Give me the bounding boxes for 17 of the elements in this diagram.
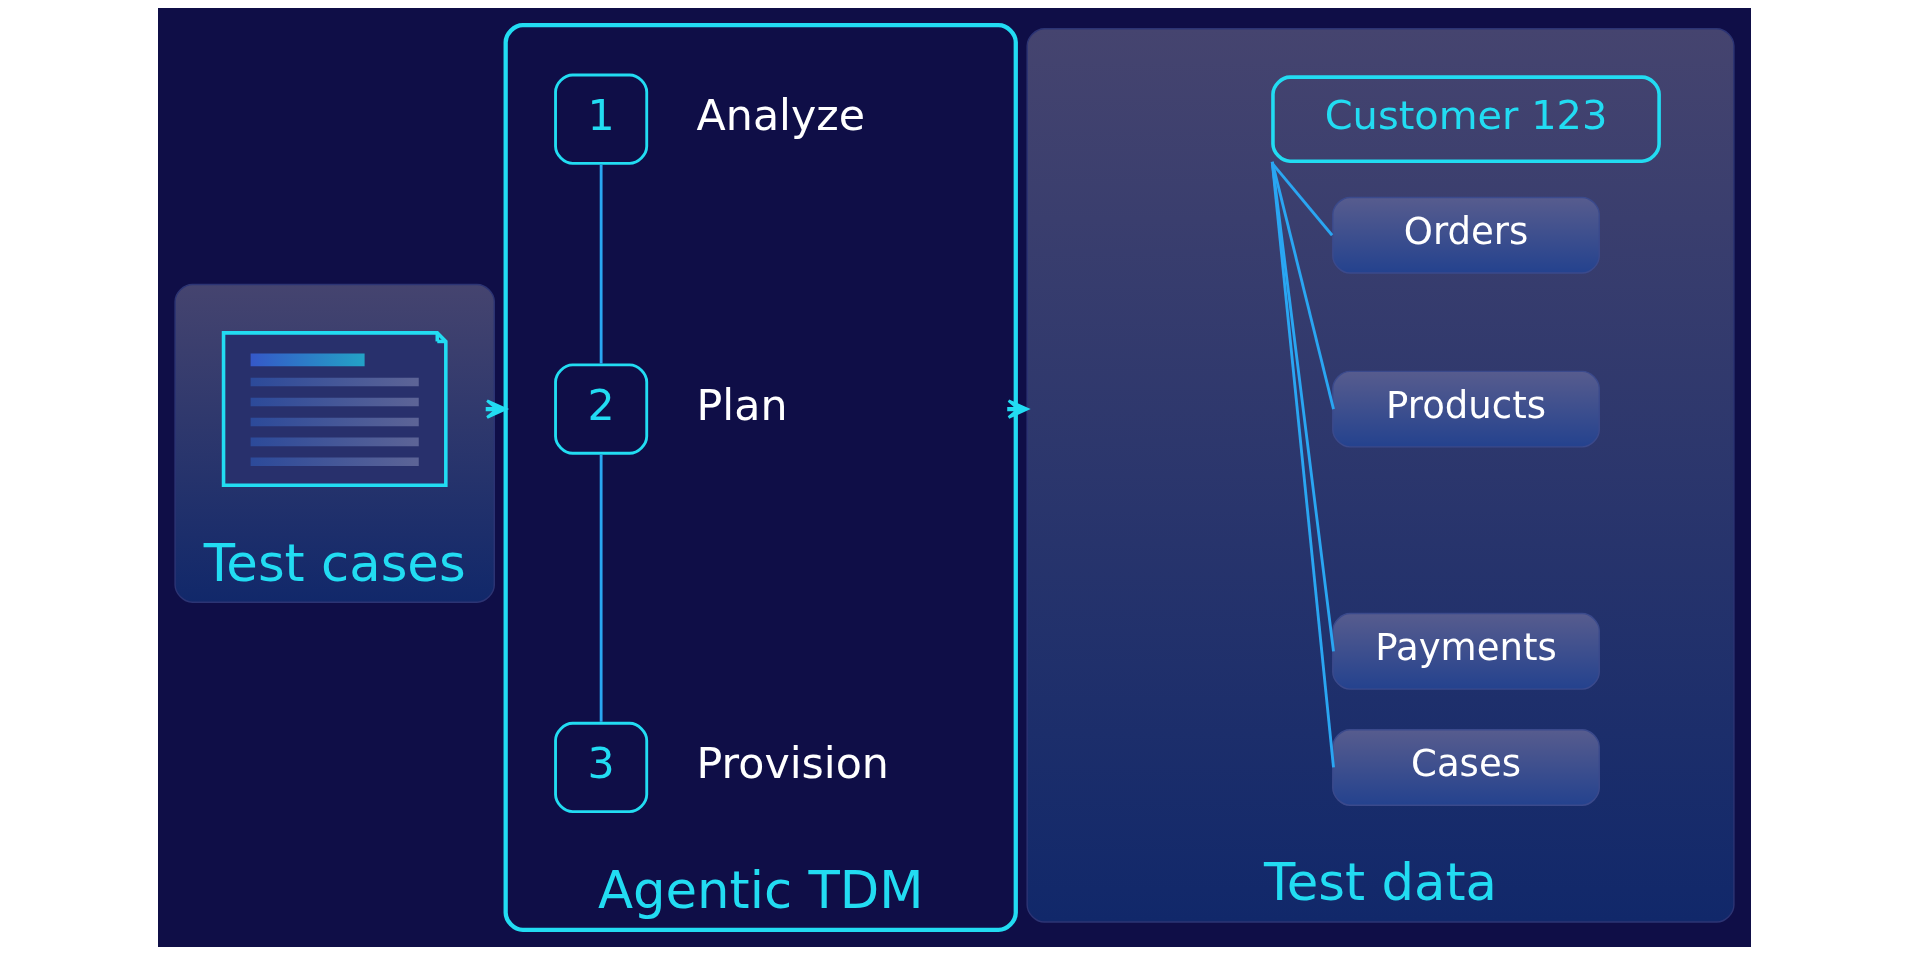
connector xyxy=(599,164,603,364)
connector xyxy=(1270,161,1335,768)
node-label: Provision xyxy=(696,738,889,789)
node-box: 3 xyxy=(553,721,648,814)
node-box: Orders xyxy=(1331,196,1600,274)
cluster: Test cases xyxy=(173,283,495,603)
node-box: 2 xyxy=(553,363,648,455)
node-box: Customer 123 xyxy=(1270,75,1661,163)
node-label: Plan xyxy=(696,379,788,430)
node-box: Payments xyxy=(1331,612,1600,690)
node-box: Products xyxy=(1331,370,1600,448)
arrow xyxy=(1006,399,1029,419)
node-box: 1 xyxy=(553,73,648,165)
arrow xyxy=(485,399,507,419)
node-label: Analyze xyxy=(696,89,865,140)
node-box: Cases xyxy=(1331,729,1600,806)
connector xyxy=(599,454,603,722)
